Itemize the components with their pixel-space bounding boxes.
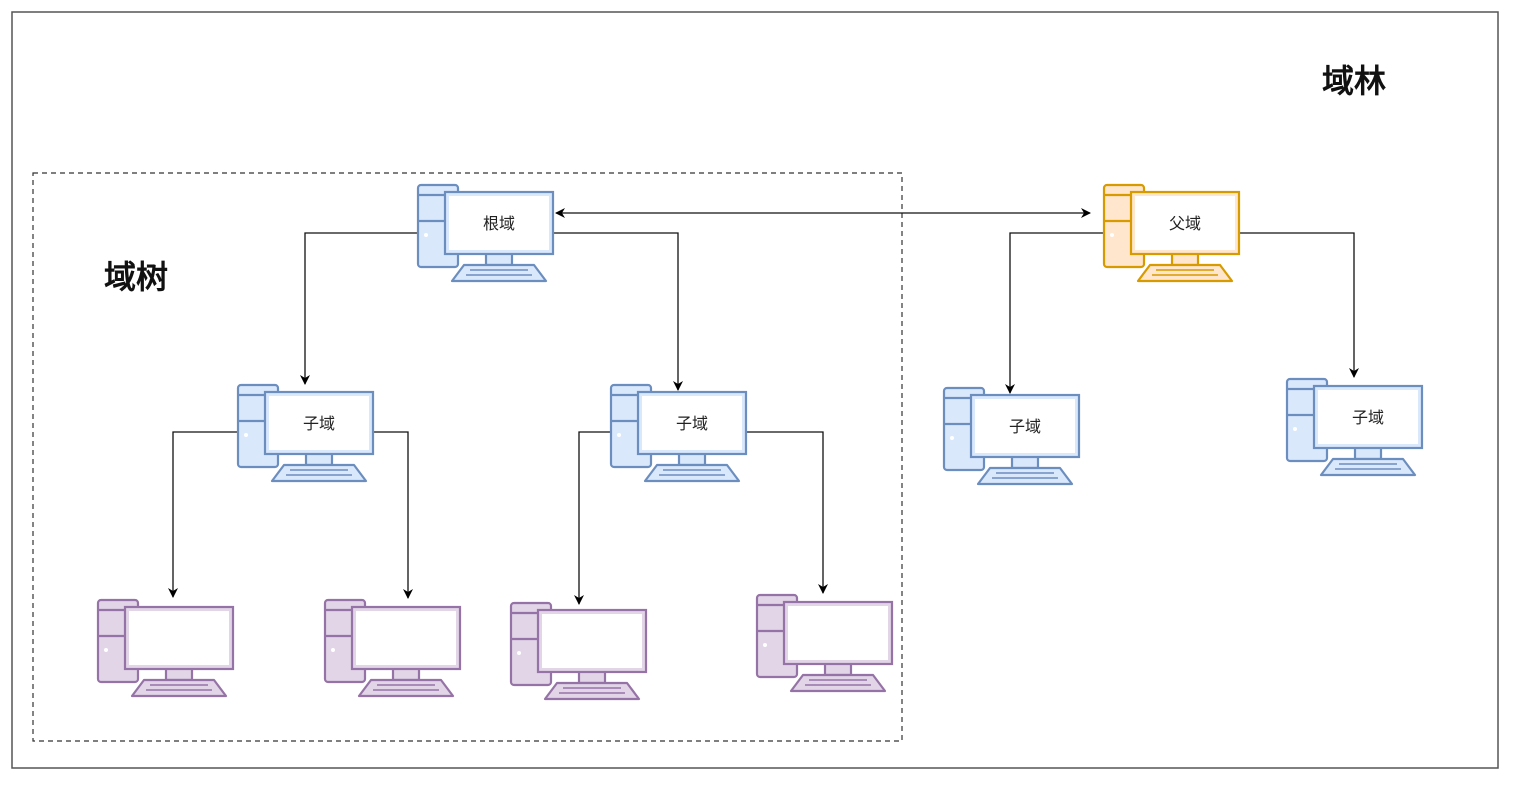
- edge-parent-to-child3: [1005, 232, 1104, 394]
- monitor-screen: [269, 396, 369, 450]
- computer-node-child3[interactable]: 子域: [942, 386, 1081, 486]
- monitor-screen: [642, 396, 742, 450]
- computer-node-leaf1[interactable]: [96, 598, 235, 698]
- power-led: [244, 433, 248, 437]
- node-label: 父域: [1169, 214, 1201, 233]
- monitor-screen: [449, 196, 549, 250]
- power-led: [424, 233, 428, 237]
- forest-label: 域林: [1322, 62, 1386, 100]
- keyboard-icon: [643, 463, 741, 483]
- monitor-screen: [129, 611, 229, 665]
- power-led: [1110, 233, 1114, 237]
- monitor-screen: [356, 611, 456, 665]
- keyboard-icon: [789, 673, 887, 693]
- edge-child2-to-leaf4: [746, 431, 828, 594]
- keyboard-icon: [357, 678, 455, 698]
- monitor-screen: [975, 399, 1075, 453]
- computer-node-child4[interactable]: 子域: [1285, 377, 1424, 477]
- power-led: [617, 433, 621, 437]
- computer-node-leaf4[interactable]: [755, 593, 894, 693]
- computer-node-root[interactable]: 根域: [416, 183, 555, 283]
- keyboard-icon: [1136, 263, 1234, 283]
- power-led: [104, 648, 108, 652]
- keyboard-icon: [976, 466, 1074, 486]
- power-led: [1293, 427, 1297, 431]
- edge-parent-to-child4: [1239, 232, 1359, 378]
- edge-child1-to-leaf2: [373, 431, 413, 599]
- node-label: 子域: [1352, 408, 1384, 427]
- keyboard-icon: [1319, 457, 1417, 477]
- edge-root-to-child2: [553, 232, 683, 391]
- power-led: [763, 643, 767, 647]
- edge-root-to-child1: [300, 232, 418, 385]
- monitor-screen: [788, 606, 888, 660]
- power-led: [517, 651, 521, 655]
- power-led: [331, 648, 335, 652]
- tree-frame: [32, 172, 903, 742]
- edges: [168, 208, 1359, 605]
- edge-child2-to-leaf3: [574, 431, 611, 605]
- edge-child1-to-leaf1: [168, 431, 238, 598]
- monitor-screen: [1318, 390, 1418, 444]
- keyboard-icon: [270, 463, 368, 483]
- node-label: 子域: [1009, 417, 1041, 436]
- keyboard-icon: [130, 678, 228, 698]
- forest-frame: [11, 11, 1499, 769]
- tree-label: 域树: [104, 258, 168, 296]
- node-label: 子域: [676, 414, 708, 433]
- computer-node-child2[interactable]: 子域: [609, 383, 748, 483]
- computer-node-child1[interactable]: 子域: [236, 383, 375, 483]
- node-label: 根域: [483, 214, 515, 233]
- power-led: [950, 436, 954, 440]
- computer-node-leaf2[interactable]: [323, 598, 462, 698]
- keyboard-icon: [543, 681, 641, 701]
- monitor-screen: [1135, 196, 1235, 250]
- computer-node-leaf3[interactable]: [509, 601, 648, 701]
- node-label: 子域: [303, 414, 335, 433]
- computer-node-parent[interactable]: 父域: [1102, 183, 1241, 283]
- monitor-screen: [542, 614, 642, 668]
- keyboard-icon: [450, 263, 548, 283]
